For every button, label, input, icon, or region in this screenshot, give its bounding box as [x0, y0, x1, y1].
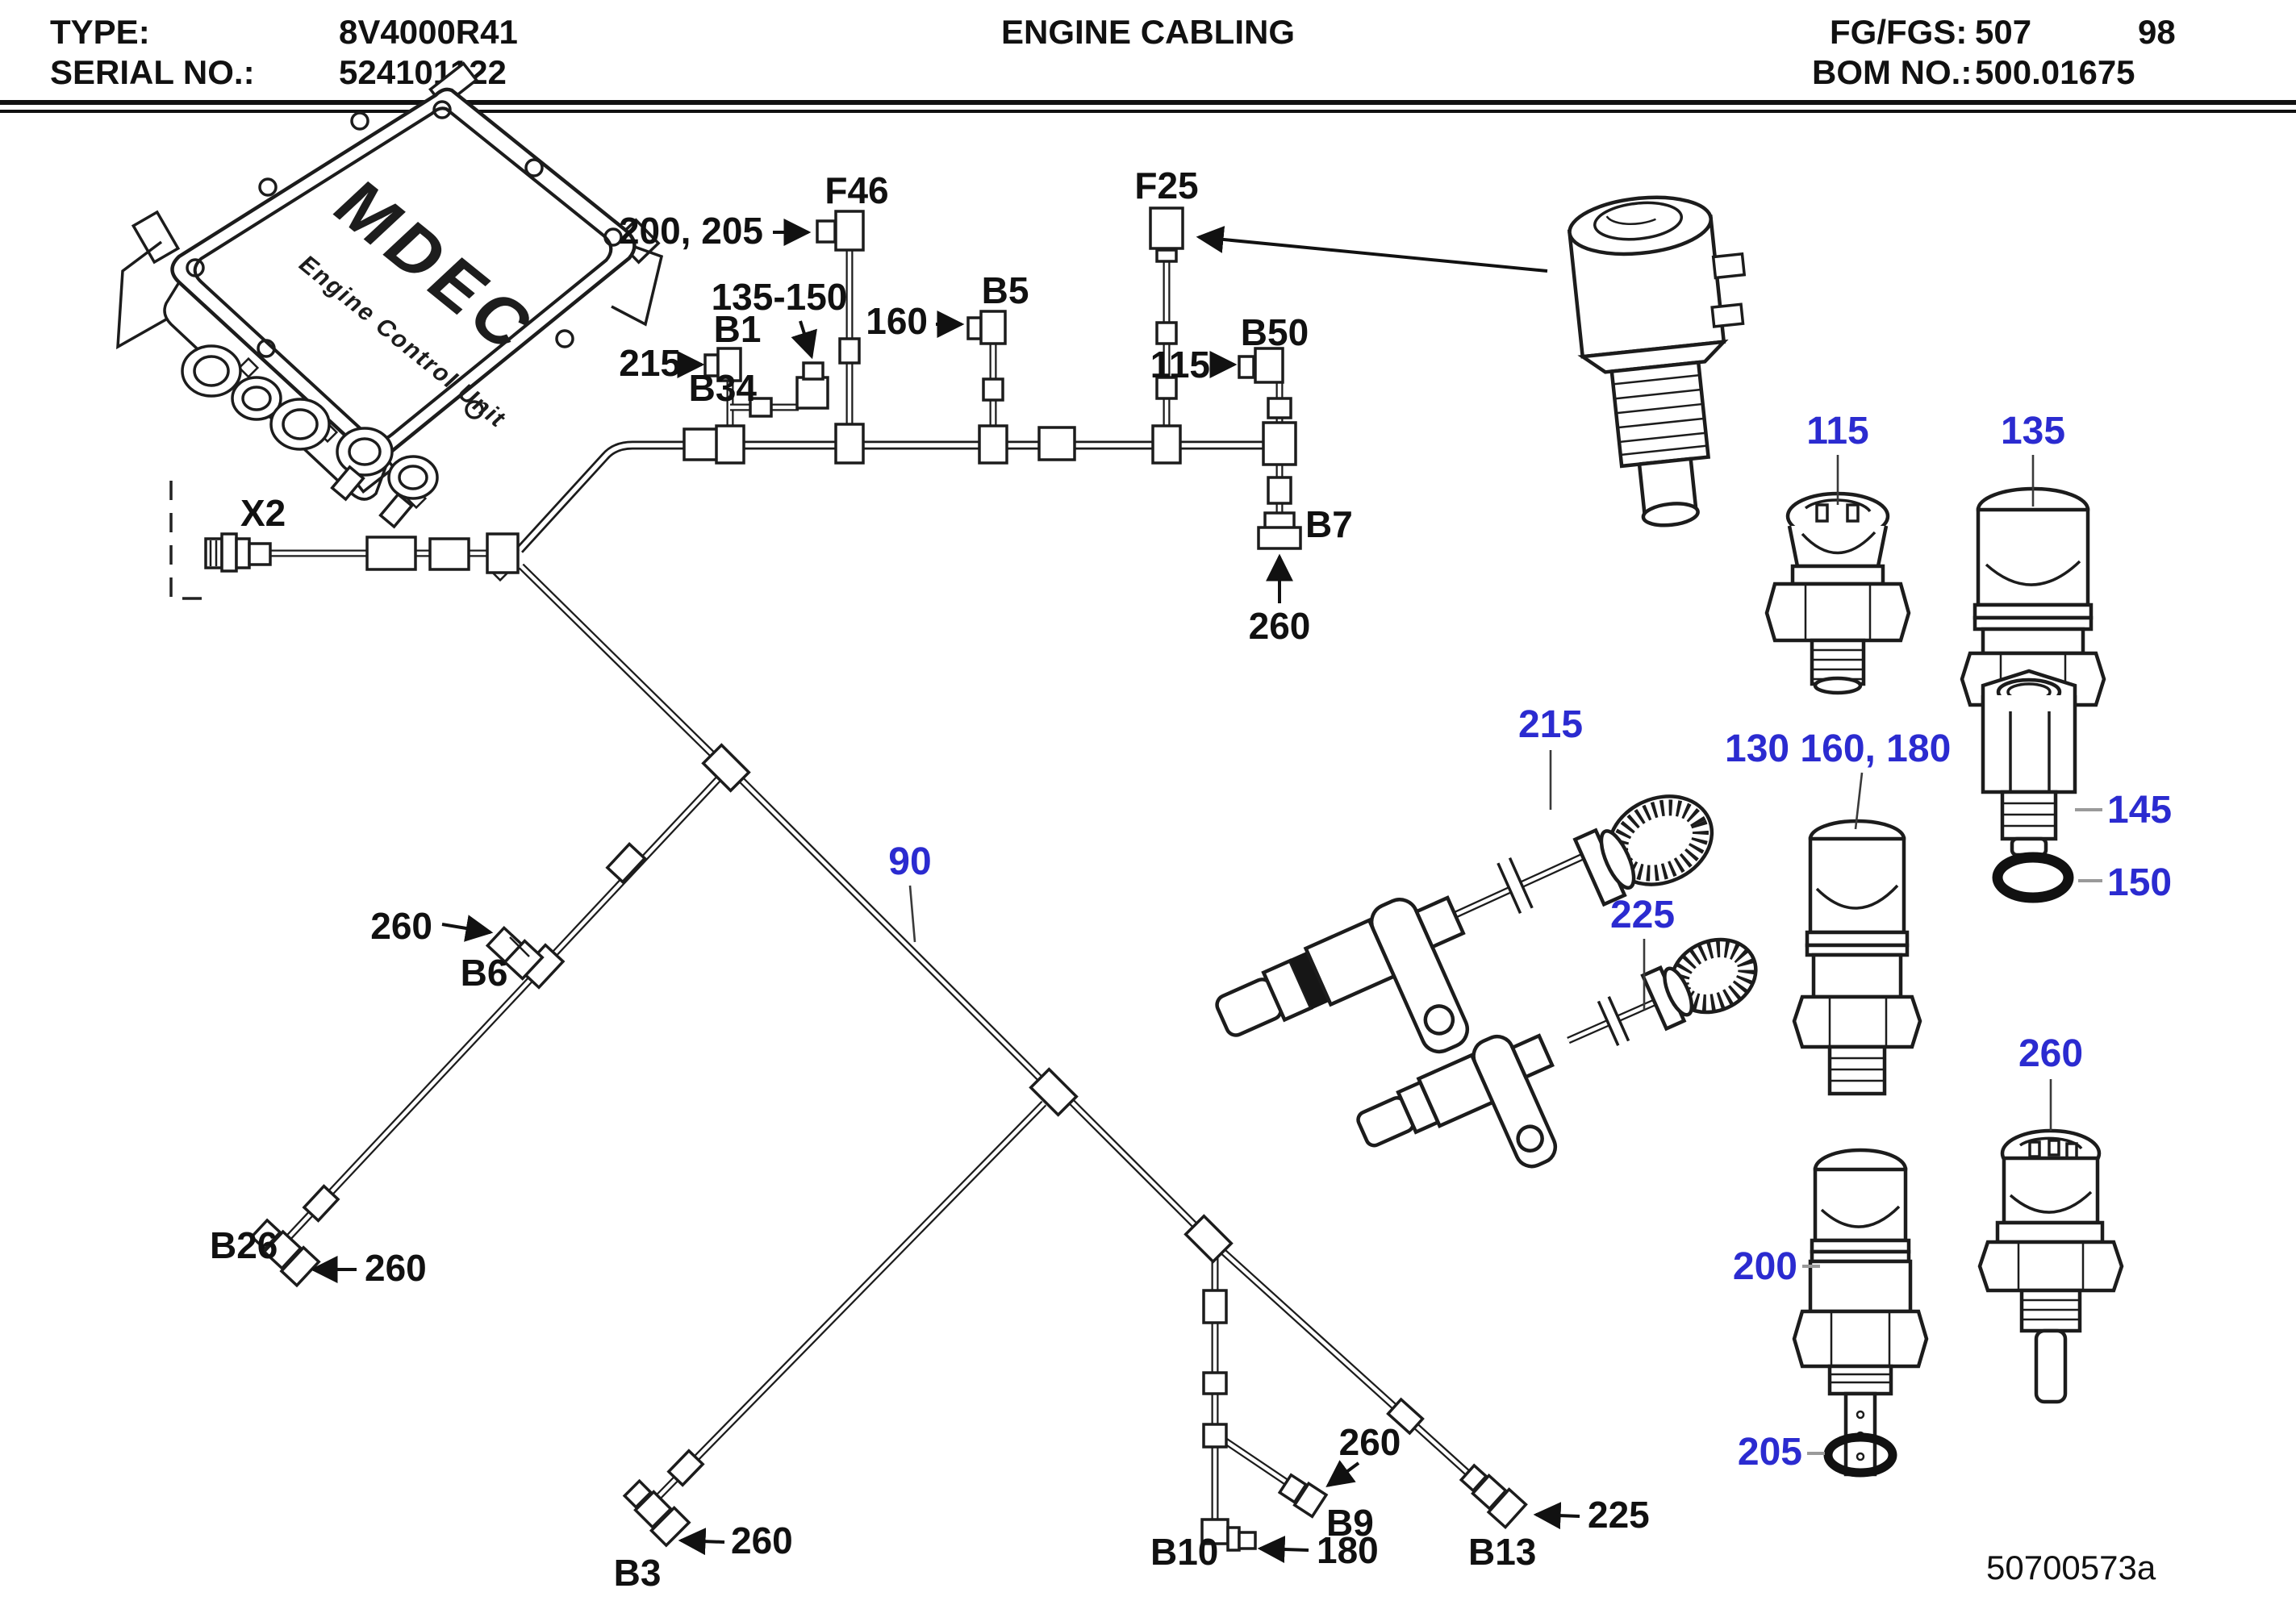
sensor-f25-switch: [1567, 195, 1747, 527]
label-callout-135-150: 135-150: [712, 276, 848, 318]
sensor-130-160-180: [1792, 819, 1922, 1096]
label-x2: X2: [240, 492, 286, 534]
label-callout-260-b26: 260: [365, 1247, 427, 1289]
label-pn-145: 145: [2107, 789, 2172, 832]
label-b7: B7: [1305, 503, 1353, 545]
label-callout-225-b13: 225: [1588, 1494, 1650, 1536]
harness-cables: [268, 248, 1664, 1528]
type-label: TYPE:: [50, 13, 150, 51]
label-pn-130-160-180: 130 160, 180: [1725, 727, 1951, 770]
label-b26: B26: [210, 1224, 278, 1266]
label-pn-215: 215: [1518, 703, 1583, 746]
label-pn-135: 135: [2001, 410, 2065, 452]
drawing-ref-number: 50700573a: [1986, 1549, 2156, 1586]
junction-sleeves: [302, 743, 1425, 1487]
label-callout-260-b9: 260: [1339, 1421, 1401, 1463]
connector-b7: [1257, 476, 1302, 550]
header-rule-bottom: [0, 110, 2296, 113]
label-f46: F46: [824, 169, 888, 211]
sensor-260: [1977, 1128, 2124, 1404]
label-b5: B5: [982, 269, 1029, 311]
label-pn-150: 150: [2107, 861, 2172, 904]
label-b50: B50: [1241, 311, 1309, 353]
adapter-145: [1981, 669, 2077, 857]
label-pn-260: 260: [2018, 1032, 2083, 1075]
sensor-215: [1215, 794, 1714, 1054]
label-pn-205: 205: [1738, 1431, 1802, 1474]
fg-label: FG/FGS:: [1830, 13, 1968, 51]
ecu-unit: MDEC Engine Control Unit: [116, 61, 664, 582]
callout-arrows: [310, 219, 1580, 1564]
serial-value: 524101122: [339, 53, 507, 91]
label-callout-180: 180: [1317, 1529, 1379, 1571]
label-callout-200-205: 200, 205: [619, 210, 763, 252]
label-pn-90: 90: [888, 840, 931, 883]
part-number-leaders: [908, 455, 2102, 1455]
fg-value: 507: [1975, 13, 2032, 51]
connector-b34: [749, 361, 829, 418]
connector-b26: [249, 1218, 321, 1288]
harness-fittings: [204, 206, 1528, 1552]
connector-x2: [204, 532, 272, 573]
label-callout-260-b3: 260: [731, 1520, 793, 1561]
label-callout-115: 115: [1150, 344, 1210, 386]
header-rule-top: [0, 100, 2296, 105]
label-callout-260-b7: 260: [1249, 605, 1311, 647]
label-b1: B1: [714, 308, 762, 350]
ecu-connectors: [181, 344, 439, 529]
connector-f25: [1149, 206, 1184, 400]
connector-b50: [1238, 347, 1292, 419]
serial-label: SERIAL NO.:: [50, 53, 255, 91]
type-value: 8V4000R41: [339, 13, 518, 51]
connector-b6: [485, 925, 566, 990]
o-ring-205: [1823, 1432, 1897, 1478]
connector-b5: [966, 310, 1007, 402]
label-callout-260-b6: 260: [370, 905, 432, 947]
page-title: ENGINE CABLING: [1000, 13, 1296, 51]
label-callout-160: 160: [866, 300, 928, 342]
connector-b10: [1200, 1289, 1257, 1552]
sensor-115: [1764, 491, 1911, 695]
sensor-225: [1356, 937, 1758, 1169]
label-b10: B10: [1150, 1531, 1218, 1573]
label-callout-215: 215: [619, 342, 681, 384]
connector-b9: [1277, 1473, 1329, 1519]
label-b6: B6: [461, 952, 508, 994]
label-pn-200: 200: [1733, 1245, 1797, 1288]
bom-label: BOM NO.:: [1812, 53, 1972, 91]
label-b9: B9: [1326, 1502, 1374, 1544]
label-f25: F25: [1134, 165, 1198, 206]
o-ring-150: [1992, 852, 2074, 903]
connector-b1: [703, 347, 742, 382]
label-pn-225: 225: [1610, 894, 1675, 936]
label-b13: B13: [1468, 1531, 1536, 1573]
fg-value-secondary: 98: [2138, 13, 2176, 51]
label-b3: B3: [614, 1552, 662, 1594]
ecu-x2-dashed-link: [169, 481, 202, 600]
header: TYPE: 8V4000R41 SERIAL NO.: 524101122 EN…: [0, 0, 2296, 119]
label-pn-115: 115: [1806, 410, 1868, 452]
connector-b3: [622, 1478, 691, 1548]
connector-f46: [816, 210, 865, 365]
label-b34: B34: [689, 367, 758, 409]
bom-value: 500.01675: [1975, 53, 2135, 91]
sensor-200: [1792, 1148, 1929, 1477]
connector-b13: [1459, 1463, 1528, 1530]
